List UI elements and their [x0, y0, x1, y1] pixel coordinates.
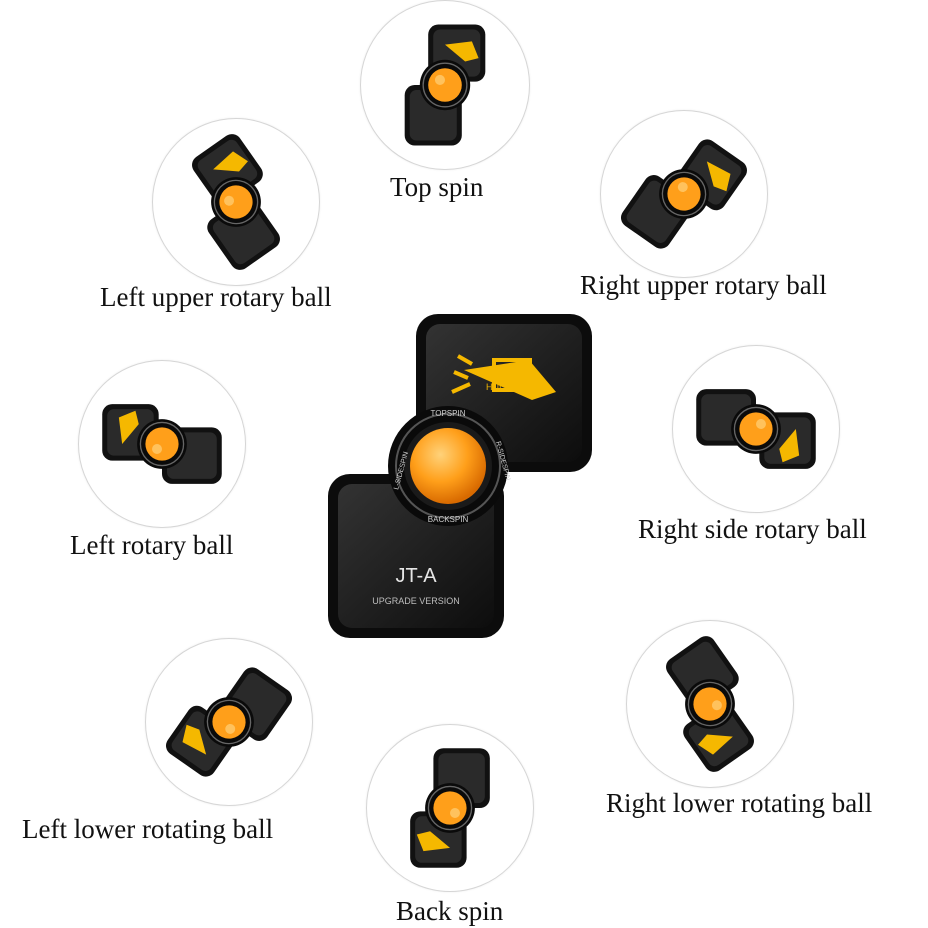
ring-label-bottom: BACKSPIN: [428, 515, 469, 524]
label-left-rotary: Left rotary ball: [70, 530, 234, 560]
ring-label-top: TOPSPIN: [431, 409, 466, 418]
main-device: HUI PANG TOPSPIN BACKSPIN L-SIDESPIN R-S…: [324, 312, 596, 642]
mini-device-icon: [410, 748, 490, 868]
mini-device-icon: [192, 134, 280, 270]
logo-icon: HUI PANG: [451, 354, 556, 400]
logo-text: HUI PANG: [486, 382, 529, 392]
thumb-right-side: [672, 345, 840, 513]
thumb-right-upper: [600, 110, 768, 278]
model-text: JT-A: [395, 565, 437, 587]
thumb-right-lower: [626, 620, 794, 788]
label-right-lower: Right lower rotating ball: [606, 788, 873, 818]
mini-device-icon: [165, 667, 293, 777]
mini-device-icon: [404, 24, 486, 146]
mini-device-icon: [620, 139, 748, 249]
mini-device-icon: [696, 389, 816, 469]
label-left-upper: Left upper rotary ball: [100, 282, 332, 312]
thumb-left-rotary: [78, 360, 246, 528]
version-text: UPGRADE VERSION: [372, 596, 460, 606]
device-illustration: HUI PANG TOPSPIN BACKSPIN L-SIDESPIN R-S…: [328, 314, 592, 638]
label-top-spin: Top spin: [390, 172, 484, 202]
thumb-top-spin: [360, 0, 530, 170]
label-right-side: Right side rotary ball: [638, 514, 867, 544]
label-left-lower: Left lower rotating ball: [22, 814, 274, 844]
ball: [410, 428, 486, 504]
thumb-left-upper: [152, 118, 320, 286]
label-back-spin: Back spin: [396, 896, 504, 926]
mini-device-icon: [666, 636, 754, 772]
thumb-left-lower: [145, 638, 313, 806]
label-right-upper: Right upper rotary ball: [580, 270, 827, 300]
mini-device-icon: [102, 404, 222, 484]
thumb-back-spin: [366, 724, 534, 892]
